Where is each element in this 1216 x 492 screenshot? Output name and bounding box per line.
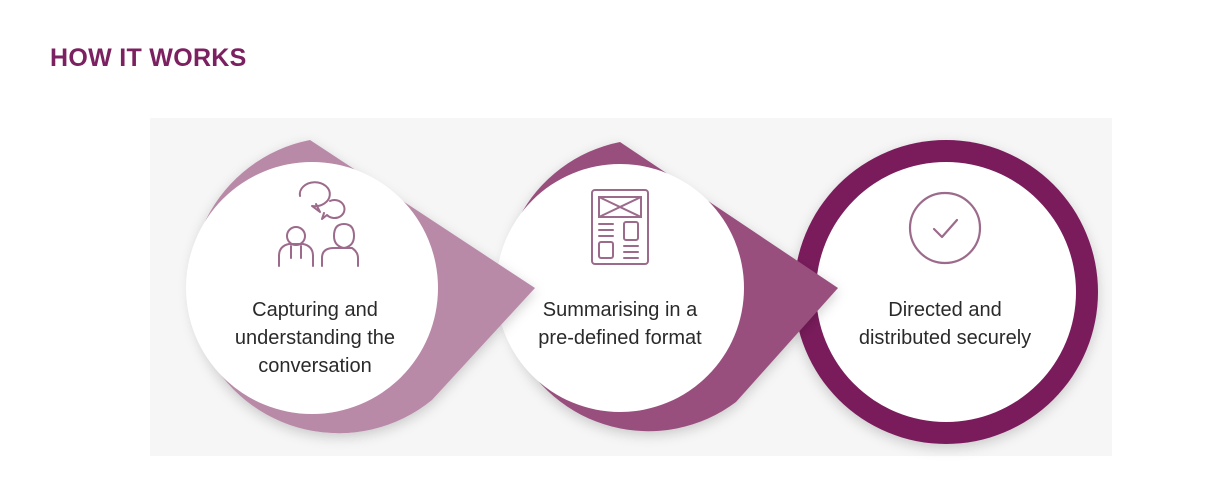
checkmark-circle-icon: [908, 191, 982, 265]
step-3-label-line-2: distributed securely: [858, 327, 1032, 349]
step-1-label-line-1: Capturing and: [252, 299, 378, 321]
step-3-label: Directed and distributed securely: [835, 296, 1055, 352]
step-3-label-line-1: Directed and: [888, 299, 1002, 321]
step-1-label-line-3: conversation: [258, 355, 372, 377]
conversation-people-icon: [278, 181, 359, 267]
step-3-ring: [794, 140, 1098, 444]
step-2-label-line-1: Summarising in a: [542, 299, 698, 321]
step-1-label-line-2: understanding the: [234, 327, 396, 349]
document-layout-icon: [591, 189, 649, 265]
step-2-label-line-2: pre-defined format: [538, 327, 702, 349]
step-1-label: Capturing and understanding the conversa…: [205, 296, 425, 380]
page-title: HOW IT WORKS: [50, 44, 247, 72]
step-2-label: Summarising in a pre-defined format: [510, 296, 730, 352]
step-2-ring: [496, 142, 838, 432]
step-1-ring: [186, 140, 535, 434]
